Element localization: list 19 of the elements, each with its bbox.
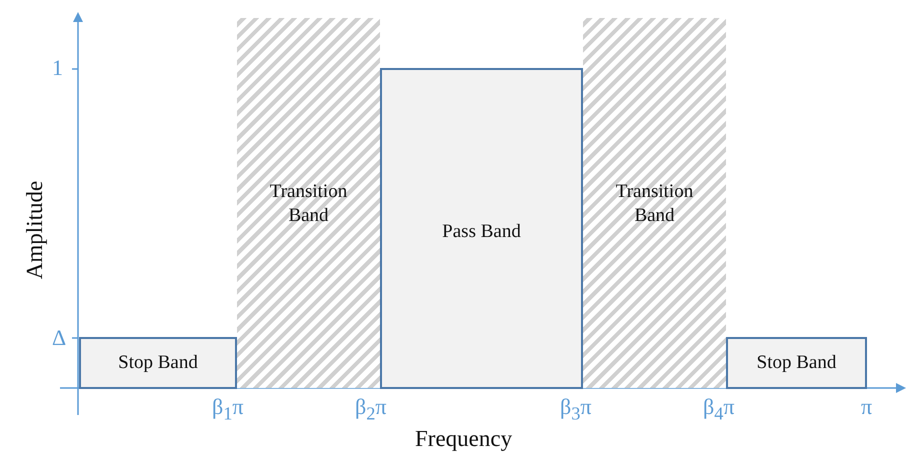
tick-label: 1	[52, 55, 63, 81]
pass-band-box	[380, 68, 583, 389]
band-label: Transition Band	[614, 180, 694, 228]
band-label: Pass Band	[441, 220, 522, 244]
transition-band-region	[237, 18, 380, 388]
axis-title: Amplitude	[22, 180, 48, 280]
tick-label: π	[861, 394, 872, 420]
band-label: Transition Band	[268, 180, 348, 228]
stop-band-box	[726, 337, 867, 389]
stop-band-box	[79, 337, 237, 389]
band-label: Stop Band	[117, 351, 199, 375]
transition-band-region	[583, 18, 726, 388]
tick-label: β$_{1}$π	[212, 394, 244, 424]
tick-label: Δ	[52, 325, 66, 351]
tick-label: β$_{4}$π	[703, 394, 734, 424]
band-label: Stop Band	[756, 351, 838, 375]
tick-label: β$_{3}$π	[560, 394, 592, 424]
axis-title: Frequency	[415, 426, 512, 452]
tick-label: β$_{2}$π	[355, 394, 386, 424]
